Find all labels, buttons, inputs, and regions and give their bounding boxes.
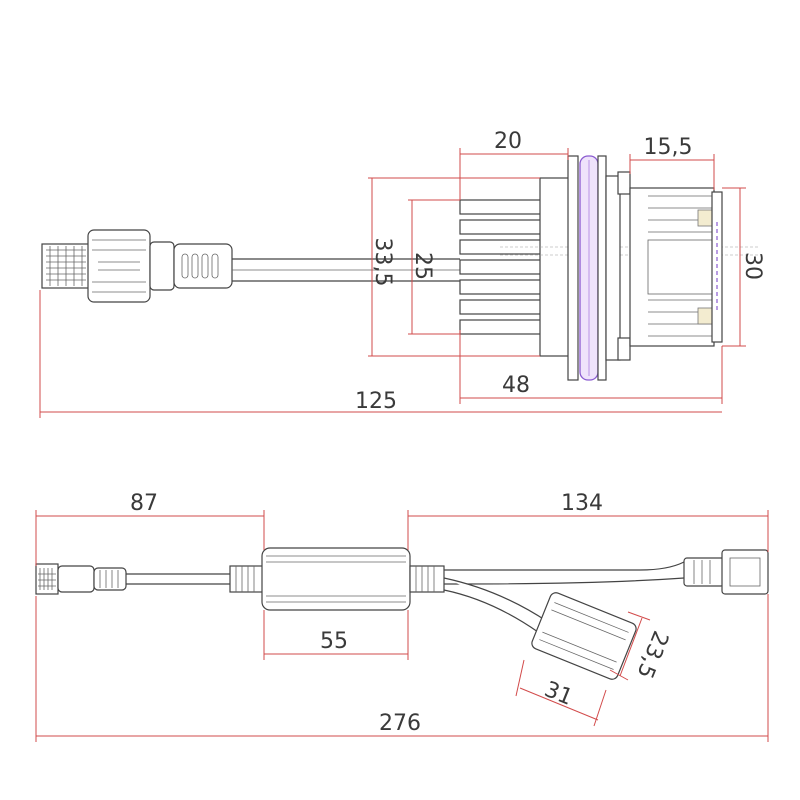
dim-left-segment: 87 [130,491,158,516]
dim-driver-length: 55 [320,629,348,654]
small-box [531,592,637,680]
dim-heatsink-width: 20 [494,129,522,154]
dim-box-length: 31 [541,677,576,711]
dim-total-length-bottom: 276 [379,711,421,736]
bottom-connector-right [683,549,769,595]
bottom-cable-right [444,561,685,585]
top-heatsink-fins [459,177,760,357]
bottom-dimensions [35,510,769,742]
dim-socket-depth: 15,5 [644,135,693,160]
dim-base-length: 48 [502,373,530,398]
dim-right-segment: 134 [561,491,603,516]
top-view: 20 15,5 33,5 25 30 48 125 [39,129,765,418]
top-connector-plug [41,229,233,303]
driver-box [229,547,445,611]
dim-right-height: 30 [740,252,765,280]
dim-fin-height: 25 [410,252,435,280]
dim-overall-height: 33,5 [370,238,395,287]
top-flange [567,155,631,381]
dim-total-length-top: 125 [355,389,397,414]
bottom-connector-left [35,563,127,595]
top-socket [629,187,723,347]
dim-box-height: 23,5 [631,627,673,682]
bottom-view: 87 134 55 31 23,5 276 [35,491,769,742]
bottom-branch-cable [443,577,549,633]
top-cable [232,258,460,282]
top-dimensions [39,148,746,418]
